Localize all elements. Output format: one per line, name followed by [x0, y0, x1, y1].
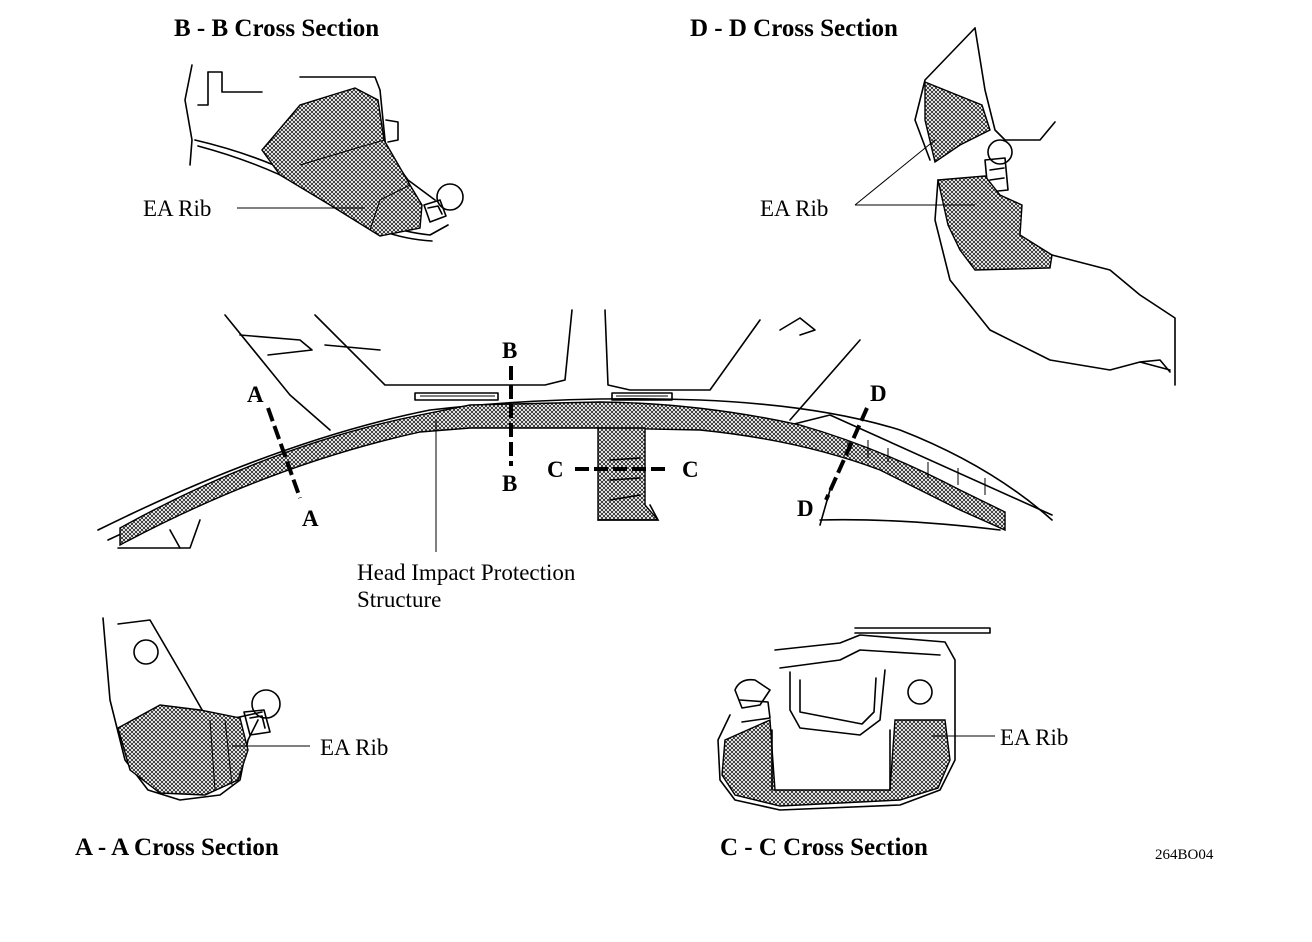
marker-d-top: D: [870, 381, 887, 406]
cc-cross-section-title: C - C Cross Section: [720, 834, 928, 861]
aa-section-drawing: [102, 617, 281, 801]
figure-code: 264BO04: [1155, 847, 1214, 863]
marker-c-left: C: [547, 457, 564, 482]
bb-section-drawing: [184, 64, 464, 242]
marker-b-top: B: [502, 338, 517, 363]
ea-rib-label-cc: EA Rib: [1000, 725, 1068, 750]
ea-rib-label-dd: EA Rib: [760, 196, 828, 221]
section-cut-lines: [266, 366, 869, 501]
dd-cross-section-title: D - D Cross Section: [690, 15, 898, 42]
ea-rib-label-aa: EA Rib: [320, 735, 388, 760]
ea-rib-label-bb: EA Rib: [143, 196, 211, 221]
head-impact-label-line1: Head Impact Protection: [357, 560, 576, 585]
marker-a-bottom: A: [302, 506, 319, 531]
bb-cross-section-title: B - B Cross Section: [174, 15, 379, 42]
roof-structure-drawing: [97, 309, 1053, 549]
marker-d-bottom: D: [797, 496, 814, 521]
marker-a-top: A: [247, 382, 264, 407]
aa-cross-section-title: A - A Cross Section: [75, 834, 279, 861]
head-impact-label-line2: Structure: [357, 587, 441, 612]
marker-c-right: C: [682, 457, 699, 482]
dd-section-drawing: [914, 27, 1176, 386]
marker-b-bottom: B: [502, 471, 517, 496]
leader-lines: [232, 139, 995, 747]
cc-section-drawing: [717, 627, 991, 811]
